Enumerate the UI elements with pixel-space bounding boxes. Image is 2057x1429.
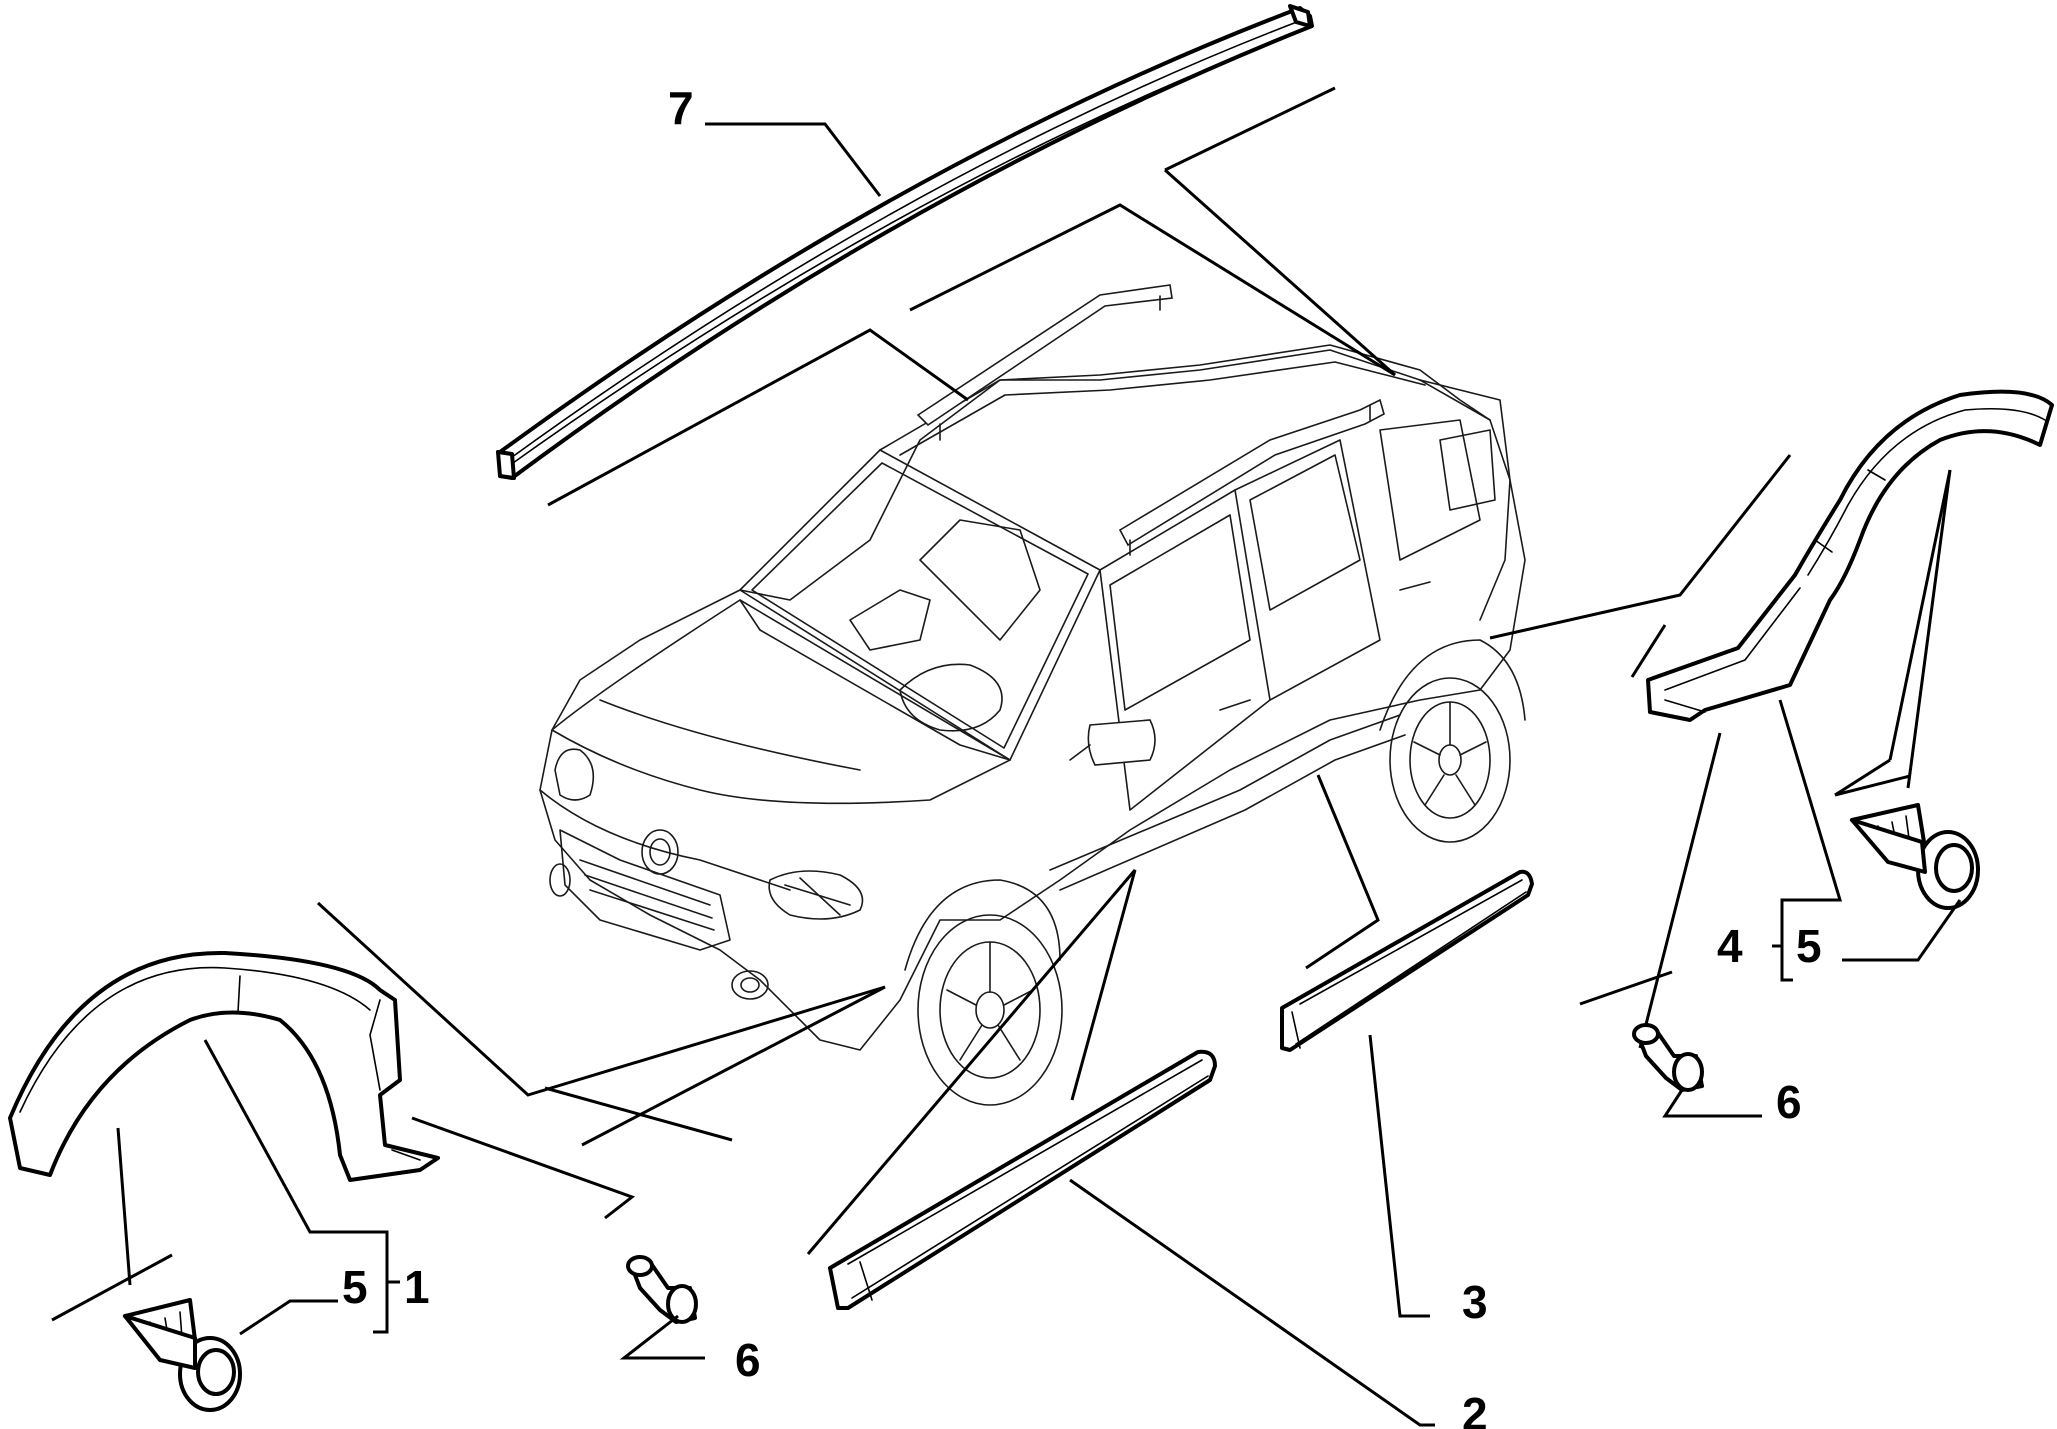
part-7-roof-moulding: [496, 4, 1314, 480]
callout-6-left: 6: [735, 1334, 761, 1386]
callout-1: 1: [404, 1261, 430, 1313]
callout-7: 7: [668, 82, 694, 134]
callout-5-right-bracket: 5: [1796, 920, 1822, 972]
callout-4: 4: [1717, 920, 1743, 972]
part-4-rear-wheel-arch: [1646, 389, 2054, 722]
assembly-leader-lines: [51, 86, 1952, 1322]
fastener-6-right: [1632, 1023, 1704, 1092]
callout-leaders: [203, 122, 1962, 1427]
callout-5-left: 5: [342, 1261, 368, 1313]
part-1-front-wheel-arch: [8, 950, 440, 1182]
clip-5-left: [123, 1298, 242, 1412]
callout-6-right: 6: [1776, 1076, 1802, 1128]
fastener-6-left: [626, 1255, 698, 1324]
callout-3: 3: [1462, 1276, 1488, 1328]
clip-5-right: [1850, 803, 1980, 910]
part-3-rear-door-moulding: [1280, 869, 1534, 1052]
car-body-drawing: [539, 284, 1526, 1106]
part-2-front-door-moulding: [828, 1049, 1217, 1310]
callout-2: 2: [1462, 1388, 1488, 1429]
callout-labels: 7 5 1 6 2 3 4 5 6: [342, 82, 1822, 1429]
